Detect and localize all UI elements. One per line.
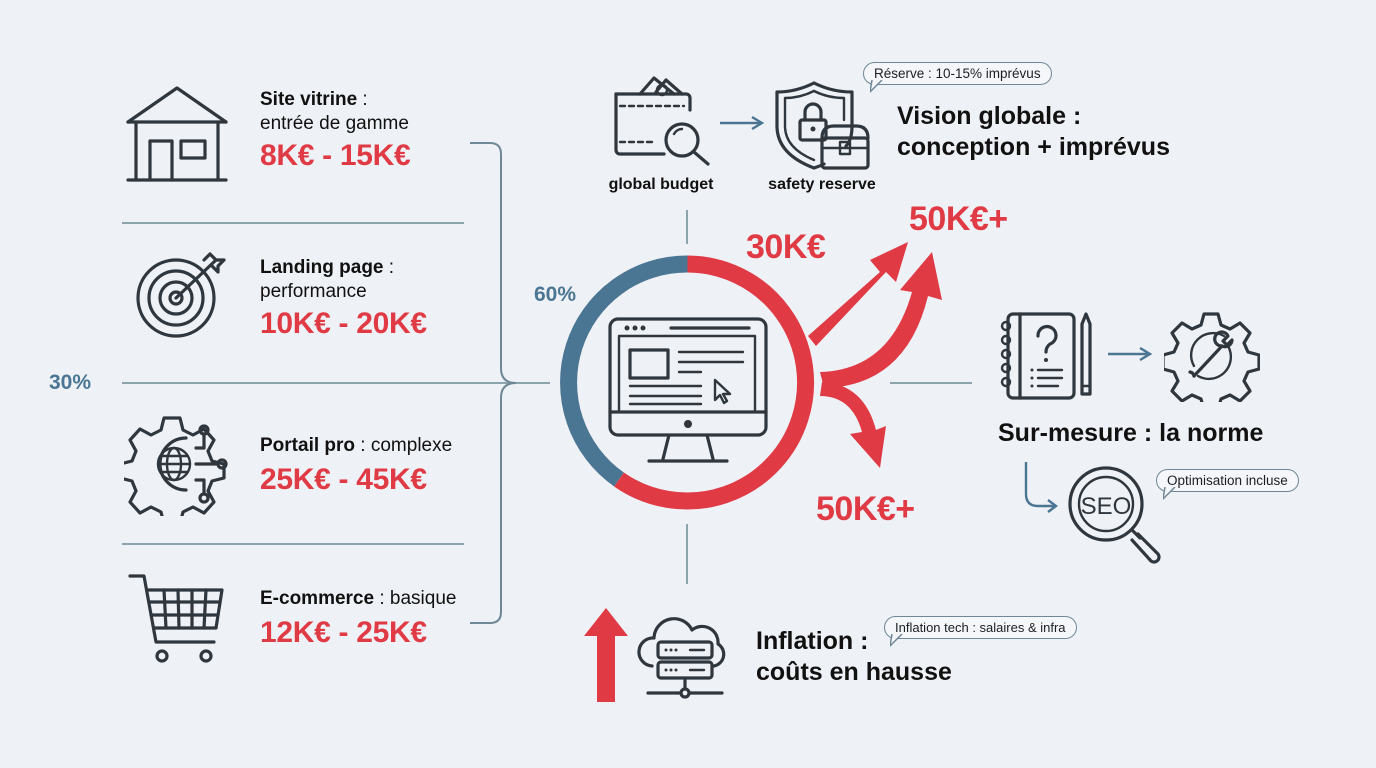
item-title: Site vitrine — [260, 89, 358, 110]
item-price: 25K€ - 45K€ — [260, 463, 427, 496]
item-title-rest: : basique — [374, 588, 457, 609]
shield-lock-chest-icon — [774, 80, 874, 172]
vision-headline: Vision globale : conception + imprévus — [897, 101, 1170, 163]
list-item-landing-page: Landing page : performance 10K€ - 20K€ — [260, 256, 427, 342]
item-title: Portail pro — [260, 435, 356, 456]
arrow-label-50k-bottom: 50K€+ — [816, 490, 915, 528]
divider — [122, 222, 464, 224]
arrow-down-right-icon — [820, 382, 886, 468]
axis-bottom — [686, 524, 688, 584]
item-title-rest: : — [357, 89, 368, 110]
axis-right — [890, 382, 972, 384]
curly-brace — [468, 138, 528, 633]
bubble-tail — [890, 634, 903, 648]
seo-magnifier-icon: SEO — [1066, 464, 1170, 564]
item-title-rest: : complexe — [355, 435, 453, 456]
inflation-headline-line1: Inflation : — [756, 627, 869, 655]
item-title: E-commerce — [260, 588, 375, 609]
arrow-right-icon — [1106, 346, 1154, 367]
item-title: Landing page — [260, 257, 384, 278]
gear-globe-icon — [124, 412, 232, 516]
vision-headline-line1: Vision globale : — [897, 102, 1082, 130]
item-title-rest: : — [383, 257, 395, 278]
item-price: 12K€ - 25K€ — [260, 616, 427, 649]
seo-bubble: Optimisation incluse — [1156, 469, 1299, 492]
percent-label-60: 60% — [534, 283, 577, 306]
horizontal-connector-line — [122, 382, 550, 384]
arrow-curved-up-icon — [820, 252, 942, 388]
item-subtitle: entrée de gamme — [260, 113, 409, 134]
list-item-e-commerce: E-commerce : basique 12K€ - 25K€ — [260, 587, 456, 651]
reserve-bubble: Réserve : 10-15% imprévus — [863, 62, 1052, 85]
cloud-server-icon — [636, 608, 732, 700]
bubble-tail — [870, 80, 883, 94]
shopping-cart-icon — [128, 572, 226, 666]
percent-label-30: 30% — [49, 371, 92, 394]
arrow-label-30k: 30K€ — [746, 228, 826, 266]
notebook-question-icon — [1000, 310, 1096, 402]
vision-headline-line2: conception + imprévus — [897, 133, 1170, 161]
svg-text:SEO: SEO — [1081, 493, 1132, 520]
item-price: 10K€ - 20K€ — [260, 307, 427, 340]
item-price: 8K€ - 15K€ — [260, 139, 411, 172]
inflation-headline-line2: coûts en hausse — [756, 658, 952, 686]
arrow-curved-down-right-icon — [1020, 460, 1060, 521]
arrow-up-right-icon — [808, 242, 908, 346]
list-item-site-vitrine: Site vitrine : entrée de gamme 8K€ - 15K… — [260, 88, 411, 174]
divider — [122, 543, 464, 545]
donut-ring — [560, 255, 815, 515]
inflation-bubble: Inflation tech : salaires & infra — [884, 616, 1077, 639]
monitor-webpage-icon — [607, 316, 769, 468]
sur-mesure-headline: Sur-mesure : la norme — [998, 419, 1264, 447]
step-caption-global-budget: global budget — [608, 176, 714, 193]
list-item-portail-pro: Portail pro : complexe 25K€ - 45K€ — [260, 434, 452, 498]
axis-top — [686, 210, 688, 244]
inflation-headline: Inflation : coûts en hausse — [756, 626, 952, 688]
wallet-search-icon — [612, 72, 712, 168]
arrow-right-icon — [718, 115, 766, 136]
arrow-label-50k-top: 50K€+ — [909, 200, 1008, 238]
target-arrow-icon — [134, 250, 230, 340]
item-subtitle: performance — [260, 281, 367, 302]
step-caption-safety-reserve: safety reserve — [768, 176, 876, 193]
gear-wrench-icon — [1164, 310, 1260, 402]
red-up-arrow-icon — [582, 606, 630, 709]
bubble-tail — [1163, 487, 1176, 501]
growth-arrows — [780, 220, 980, 485]
house-icon — [124, 84, 230, 184]
